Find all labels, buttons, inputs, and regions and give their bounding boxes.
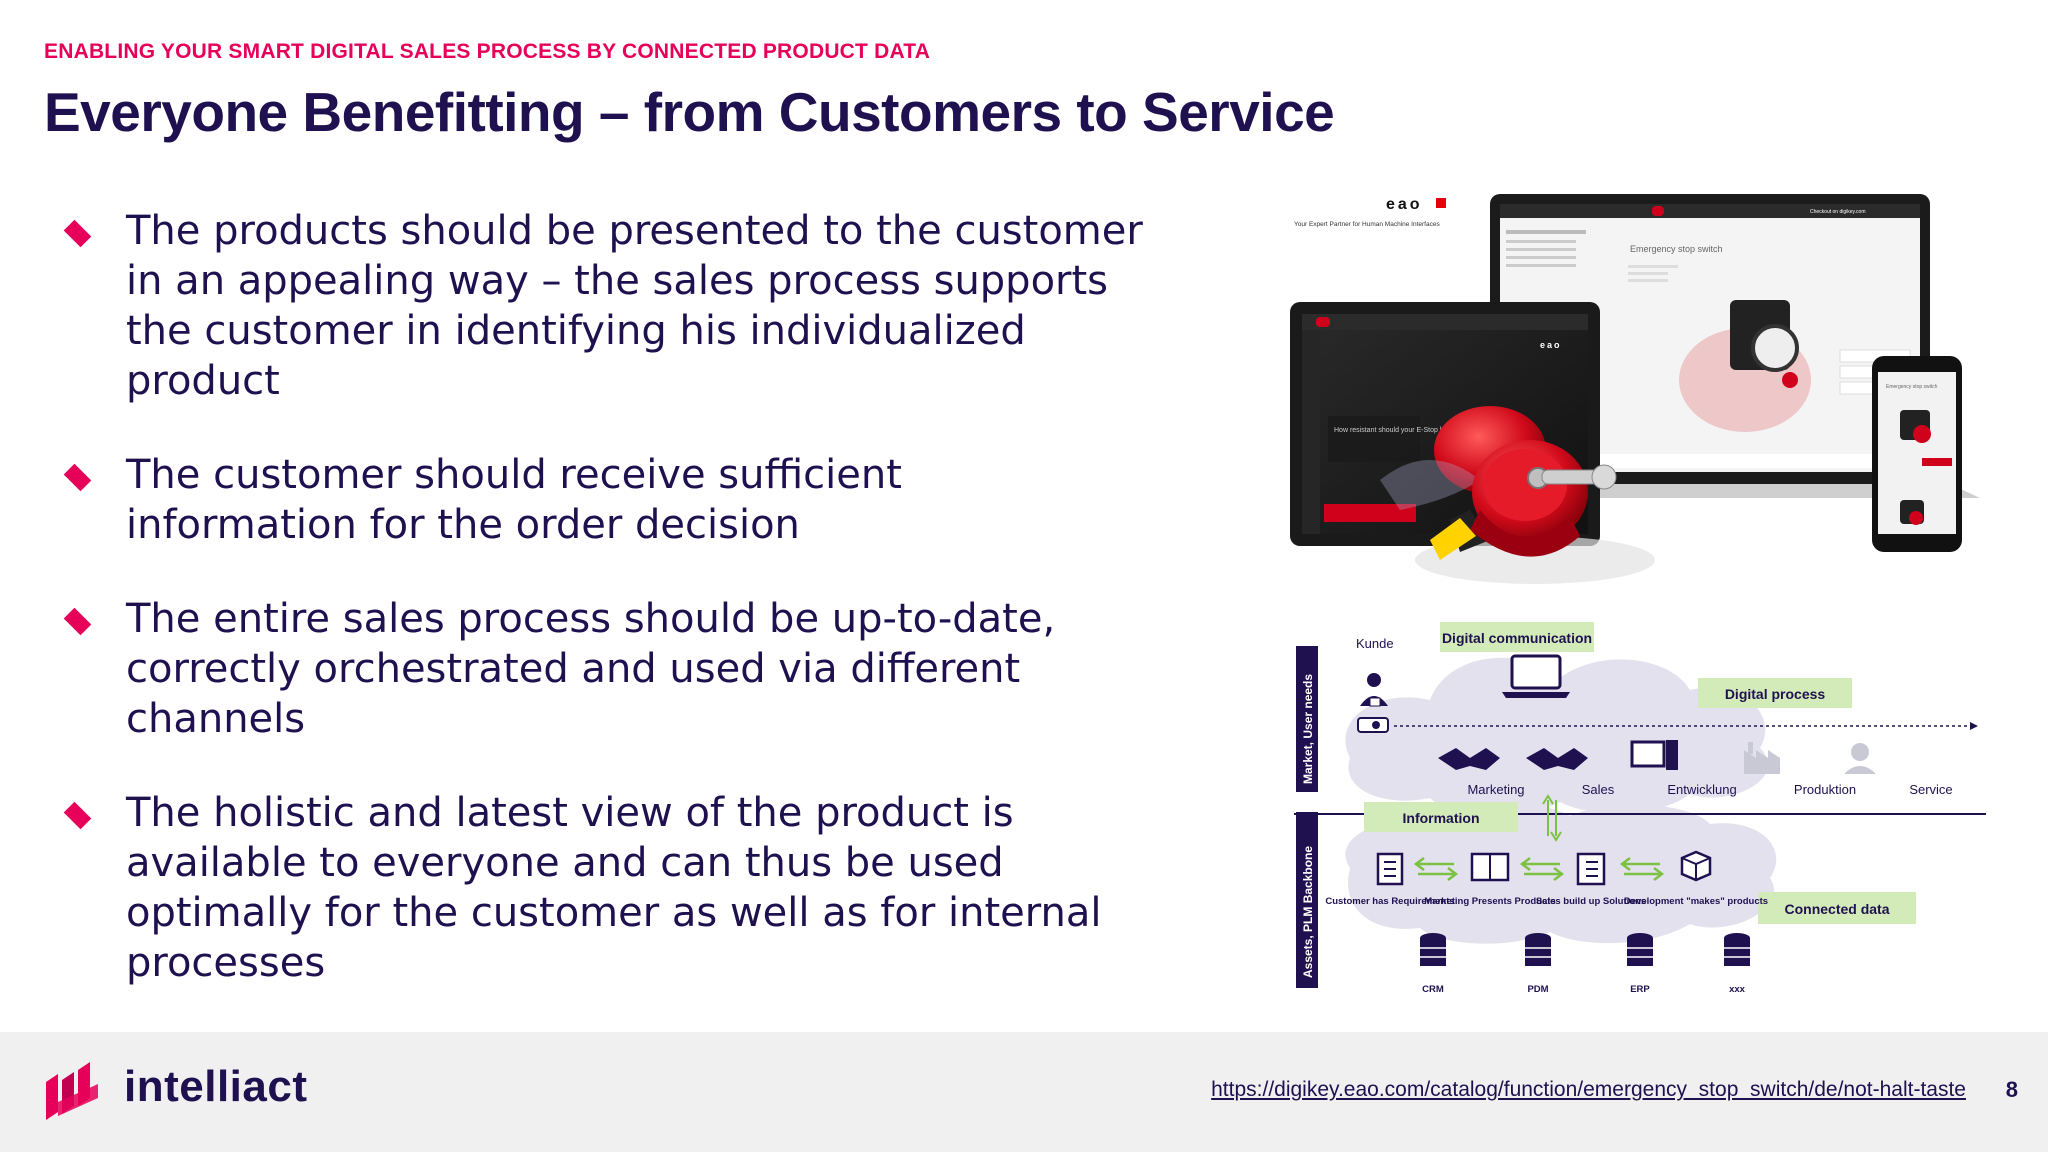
footer <box>0 1032 2048 1152</box>
customer-icon <box>1360 673 1388 707</box>
tag-digital-communication <box>1440 622 1594 652</box>
diamond-bullet-icon <box>63 219 92 248</box>
database-icon <box>1420 933 1446 966</box>
role-label: Entwicklung <box>1667 782 1736 797</box>
tag-information <box>1364 802 1518 832</box>
axis-bottom-label: Assets, PLM Backbone <box>1301 846 1315 978</box>
diamond-bullet-icon <box>63 607 92 636</box>
bidirectional-arrow-icon <box>1542 794 1562 842</box>
tag-digital-process <box>1698 678 1852 708</box>
source-link[interactable]: https://digikey.eao.com/catalog/function… <box>1211 1078 1966 1101</box>
svg-text:Digital communication: Digital communication <box>1442 630 1592 646</box>
system-label: xxx <box>1729 984 1746 995</box>
database-icon <box>1627 933 1653 966</box>
axis-bar-top <box>1296 646 1318 792</box>
diamond-bullet-icon <box>63 801 92 830</box>
svg-text:eao: eao <box>1540 340 1562 350</box>
laptop-heading: Emergency stop switch <box>1630 244 1723 254</box>
bullet-text: The entire sales process should be up-to… <box>126 596 1056 742</box>
axis-top-label: Market, User needs <box>1301 674 1315 784</box>
phone-heading: Emergency stop switch <box>1886 384 1938 390</box>
bullet-text: The holistic and latest view of the prod… <box>126 790 1102 986</box>
factory-icon <box>1744 742 1780 774</box>
bullet-item: The entire sales process should be up-to… <box>63 594 1144 744</box>
role-label: Service <box>1909 782 1952 797</box>
handshake-icon <box>1438 748 1500 770</box>
workstation-icon <box>1630 740 1678 770</box>
database-icon <box>1525 933 1551 966</box>
step-label: Sales build up Solutions <box>1536 896 1646 907</box>
system-label: CRM <box>1422 984 1444 995</box>
phone-device: Emergency stop switch <box>1872 356 1962 552</box>
eao-logo-square <box>1436 198 1446 208</box>
kunde-label: Kunde <box>1356 636 1394 651</box>
database-icon <box>1724 933 1750 966</box>
bullet-text: The products should be presented to the … <box>126 208 1143 404</box>
exchange-arrow-icon <box>1519 857 1565 881</box>
service-agent-icon <box>1844 743 1876 774</box>
emergency-stop-button-photo <box>1415 440 1655 584</box>
bullet-list: The products should be presented to the … <box>63 206 1144 988</box>
tag-connected-data <box>1758 892 1916 924</box>
diamond-bullet-icon <box>63 463 92 492</box>
brand-name: intelliact <box>124 1062 308 1111</box>
handshake-icon <box>1526 748 1588 770</box>
exchange-arrow-icon <box>1619 857 1665 881</box>
role-label: Marketing <box>1467 782 1524 797</box>
exchange-arrow-icon <box>1413 857 1459 881</box>
projector-icon <box>1357 717 1389 733</box>
system-label: PDM <box>1527 984 1548 995</box>
intelliact-logo-icon <box>46 1062 98 1120</box>
bullet-item: The customer should receive sufficient i… <box>63 450 1144 550</box>
bullet-item: The products should be presented to the … <box>63 206 1144 406</box>
bullet-item: The holistic and latest view of the prod… <box>63 788 1144 988</box>
step-label: Development "makes" products <box>1624 896 1768 907</box>
slide-title: Everyone Benefitting – from Customers to… <box>44 81 1335 143</box>
book-icon <box>1470 852 1510 882</box>
process-diagram: Market, User needs Assets, PLM Backbone … <box>1290 618 2010 998</box>
system-label: ERP <box>1630 984 1650 995</box>
cube-icon <box>1680 850 1712 882</box>
svg-text:Connected data: Connected data <box>1784 901 1889 917</box>
axis-bar-bottom <box>1296 812 1318 988</box>
role-label: Produktion <box>1794 782 1856 797</box>
checklist-icon <box>1576 852 1606 886</box>
svg-text:Digital process: Digital process <box>1725 686 1826 702</box>
laptop-icon <box>1502 654 1570 698</box>
role-label: Sales <box>1582 782 1615 797</box>
bullet-text: The customer should receive sufficient i… <box>126 452 902 548</box>
cloud-top <box>1345 657 1769 816</box>
svg-text:Information: Information <box>1403 810 1480 826</box>
tablet-question: How resistant should your E-Stop be? <box>1334 427 1452 434</box>
page-number: 8 <box>2005 1077 2018 1102</box>
eao-logo-text: eao <box>1386 196 1423 213</box>
laptop-checkout-button: Checkout on digikey.com <box>1810 209 1866 215</box>
step-label: Marketing Presents Products <box>1424 896 1555 907</box>
slide-kicker: ENABLING YOUR SMART DIGITAL SALES PROCES… <box>44 40 931 63</box>
document-icon <box>1376 852 1404 886</box>
step-label: Customer has Requirements <box>1325 896 1454 907</box>
eao-tagline: Your Expert Partner for Human Machine In… <box>1294 221 1440 228</box>
product-devices-image: eao Your Expert Partner for Human Machin… <box>1280 180 2000 600</box>
